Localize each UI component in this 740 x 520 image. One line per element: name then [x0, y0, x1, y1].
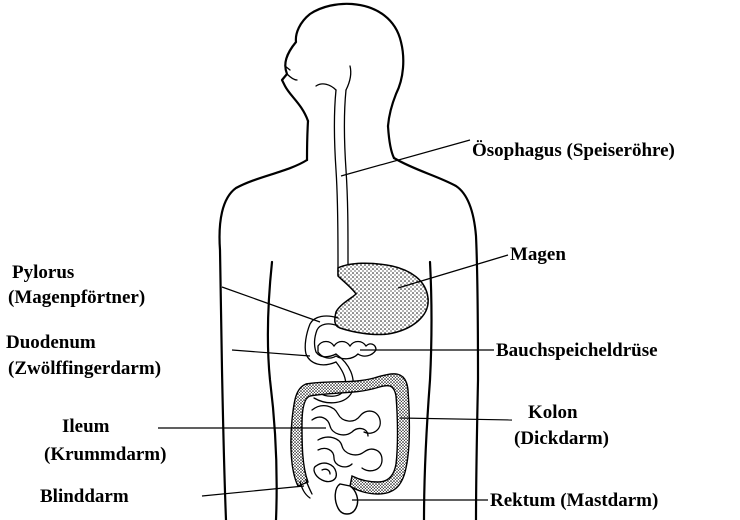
small-intestine-organ	[312, 406, 382, 482]
label-kolon: Kolon	[528, 402, 578, 423]
ileum-coil-1	[312, 406, 380, 434]
label-ileum-sub: (Krummdarm)	[44, 444, 166, 465]
leader-kolon	[400, 418, 512, 420]
leader-blinddarm	[202, 486, 304, 496]
leader-pylorus	[222, 287, 320, 322]
label-ileum: Ileum	[62, 416, 110, 437]
label-pylorus-sub: (Magenpförtner)	[8, 287, 145, 308]
pharynx	[316, 66, 351, 90]
label-blinddarm: Blinddarm	[40, 486, 129, 507]
label-rektum: Rektum (Mastdarm)	[490, 490, 658, 511]
oesophagus-organ	[316, 66, 351, 275]
label-pylorus: Pylorus	[12, 262, 74, 283]
leader-duodenum	[232, 350, 310, 356]
body-silhouette	[220, 4, 478, 520]
oesophagus-left-wall	[335, 90, 339, 275]
neck-left	[307, 121, 308, 160]
left-torso-side	[268, 262, 277, 520]
label-bauchspeicheldruese: Bauchspeicheldrüse	[496, 340, 658, 361]
stomach-organ	[335, 263, 428, 334]
leader-oesophagus	[341, 140, 470, 176]
label-kolon-sub: (Dickdarm)	[514, 428, 609, 449]
ileum-coil-5	[314, 463, 336, 481]
ileum-coil-4	[318, 448, 352, 466]
label-magen: Magen	[510, 244, 566, 265]
neck-right	[388, 126, 394, 158]
ileum-coil-2	[312, 417, 368, 436]
label-duodenum: Duodenum	[6, 332, 96, 353]
oesophagus-right-wall	[345, 90, 349, 268]
duodenum-loop-b	[314, 354, 353, 403]
label-duodenum-sub: (Zwölffingerdarm)	[8, 358, 161, 379]
ileum-coil-6	[322, 469, 330, 474]
leader-magen	[398, 255, 508, 288]
head-outline	[282, 4, 403, 126]
label-oesophagus: Ösophagus (Speiseröhre)	[472, 140, 675, 161]
